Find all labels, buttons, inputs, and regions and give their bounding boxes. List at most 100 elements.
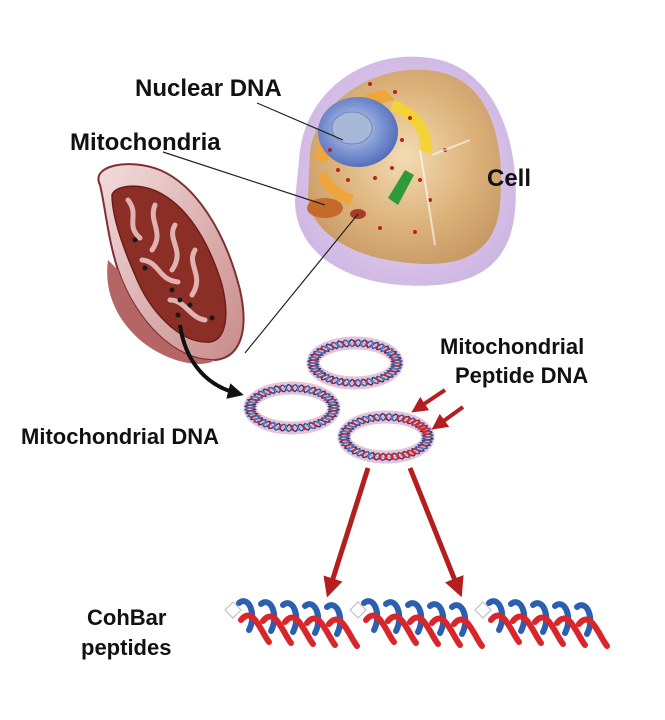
label-mitochondrial-peptide-dna-line1: Mitochondrial (440, 334, 585, 359)
dna-base-pair (272, 386, 277, 393)
dna-base-pair (392, 359, 401, 362)
dna-base-pair (302, 424, 306, 431)
peptide-ribbon-red (260, 613, 294, 646)
dna-base-pair (410, 418, 417, 426)
dna-base-pair (390, 414, 394, 421)
mito-to-dna-arrow (178, 324, 244, 399)
mito-zoom-leader (244, 213, 359, 354)
plasmid-top (306, 336, 404, 390)
dna-base-pair (247, 412, 256, 416)
peptide-ribbon-red (510, 613, 544, 646)
dna-base-pair (355, 449, 362, 455)
peptide-ribbon-blue (280, 600, 300, 635)
plasmid-left (243, 381, 341, 435)
dna-base-pair (391, 355, 400, 359)
peptide-ribbon-red (407, 614, 441, 647)
dna-base-pair (341, 429, 350, 433)
dna-base-pair (246, 404, 255, 407)
dna-base-pair (284, 424, 288, 431)
dna-base-pair (423, 433, 432, 436)
dna-base-pair (420, 426, 429, 432)
peptide-ribbon-blue (302, 601, 322, 636)
dna-base-pair (370, 378, 375, 385)
expression-arrows (323, 467, 464, 598)
peptide-ribbon-blue (324, 602, 344, 637)
label-nuclear-dna: Nuclear DNA (135, 75, 282, 102)
label-mitochondrial-dna: Mitochondrial DNA (21, 424, 219, 449)
dna-base-pair (316, 350, 324, 355)
dna-base-pair (365, 340, 369, 347)
dna-base-pair (378, 453, 382, 461)
nuclear-dna-leader (256, 102, 344, 141)
label-cohbar-line1: CohBar (87, 605, 167, 630)
dna-base-pair (350, 421, 358, 427)
peptide-ribbon-red (304, 615, 338, 648)
dna-base-pair (386, 350, 394, 355)
peptide-ribbon-blue (530, 600, 550, 635)
dna-base-pair (386, 371, 394, 376)
dna-base-pair (414, 447, 422, 453)
peptide-ribbon-red (363, 612, 397, 645)
dna-base-pair (383, 347, 391, 353)
dna-base-pair (390, 453, 394, 461)
dna-base-pair (370, 341, 375, 348)
cohbar-peptide-2 (349, 598, 485, 649)
dna-base-pair (278, 385, 282, 392)
dna-base-pair (391, 367, 400, 371)
dna-base-pair (347, 445, 355, 450)
dna-base-pair (417, 445, 425, 450)
expression-arrow-left (323, 467, 371, 598)
peptide-ribbon-red (385, 613, 419, 646)
peptide-ribbon-blue (383, 599, 403, 634)
peptide-ribbon-red (282, 614, 316, 647)
mitochondrion-inner (111, 185, 227, 343)
dna-base-pair (328, 400, 337, 404)
dna-base-pair (344, 443, 352, 448)
dna-base-pair (344, 426, 352, 431)
dna-base-pair (320, 418, 328, 424)
mitochondrion-cristae (125, 197, 208, 323)
dna-base-pair (316, 371, 324, 376)
peptide-ribbon-blue (552, 601, 572, 636)
dna-base-pair (422, 429, 431, 434)
dna-base-pair (405, 450, 412, 458)
label-cell: Cell (487, 165, 532, 192)
dna-base-pair (396, 414, 400, 421)
dna-base-pair (372, 453, 376, 460)
dna-base-pair (378, 414, 382, 421)
dna-base-pair (284, 385, 288, 392)
dna-base-pair (422, 441, 431, 445)
dna-base-pair (355, 419, 362, 425)
peptide-ribbon-red (326, 616, 360, 649)
dna-base-pair (250, 397, 258, 402)
dna-base-pair (253, 395, 261, 400)
dna-base-pair (347, 379, 351, 386)
cohbar-peptide-helices (224, 598, 610, 649)
peptide-ribbon-red (532, 614, 566, 647)
leader-lines (162, 102, 359, 354)
peptide-ribbon-red (238, 612, 272, 645)
dna-base-pair (256, 392, 264, 398)
label-cohbar-line2: peptides (81, 635, 172, 660)
dna-base-pair (323, 416, 331, 421)
dna-base-pair (350, 447, 358, 453)
mitochondrion-illustration (97, 163, 245, 364)
dna-base-pair (365, 379, 369, 386)
dna-base-pair (400, 451, 407, 459)
peptide-cap (224, 601, 242, 619)
dna-base-pair (341, 340, 345, 347)
dna-base-pair (379, 375, 386, 381)
peptide-ribbon-blue (427, 601, 447, 636)
dna-base-pair (246, 409, 255, 412)
dna-base-pair (313, 352, 321, 357)
dna-base-pair (326, 397, 334, 402)
cohbar-peptide-3 (474, 598, 610, 649)
peptide-ribbon-blue (508, 599, 528, 634)
dna-base-pair (278, 424, 282, 431)
dna-base-pair (389, 352, 397, 357)
dna-base-pair (347, 424, 355, 429)
dna-base-pair (253, 416, 261, 421)
dna-base-pair (392, 364, 401, 367)
cell-mitochondrion (307, 198, 343, 218)
dna-base-pair (313, 369, 321, 374)
